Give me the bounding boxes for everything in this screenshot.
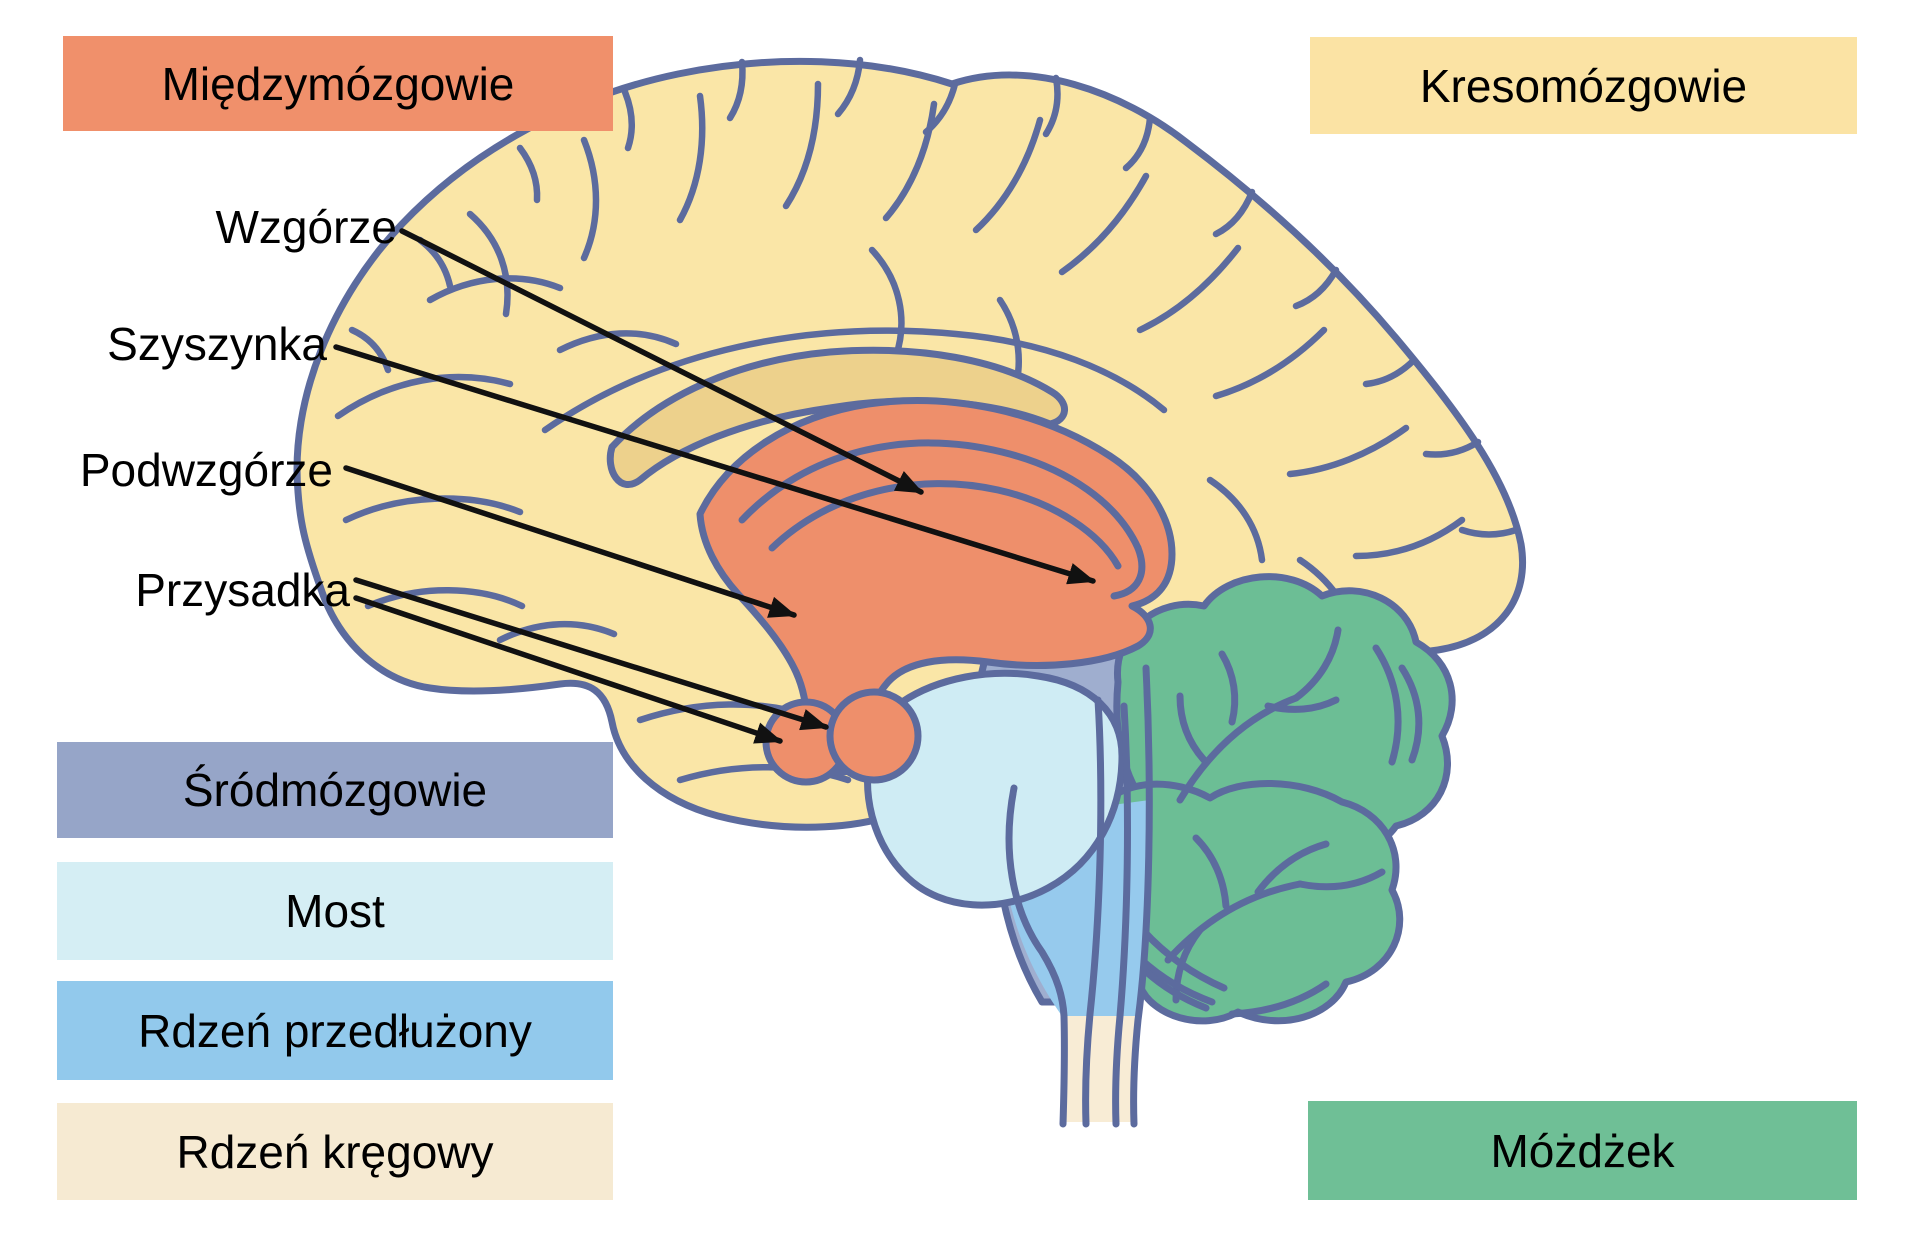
arrow-przysadka-2 bbox=[353, 595, 783, 744]
legend-most-label: Most bbox=[285, 885, 385, 937]
legend-kresomozgowie: Kresomózgowie bbox=[1310, 37, 1857, 134]
legend-srodmozgowie-label: Śródmózgowie bbox=[182, 764, 488, 816]
pituitary-posterior-lobe bbox=[826, 688, 922, 784]
legend-rdzen-przedluzony-label: Rdzeń przedłużony bbox=[138, 1004, 532, 1057]
arrow-wzgorze bbox=[399, 228, 924, 495]
legend-kresomozgowie-label: Kresomózgowie bbox=[1419, 59, 1748, 112]
legend-most: Most bbox=[57, 862, 613, 960]
pointer-label-wzgorze: Wzgórze bbox=[215, 201, 397, 253]
arrow-podwzgorze bbox=[343, 465, 797, 618]
legend-rdzen-kregowy: Rdzeń kręgowy bbox=[57, 1103, 613, 1200]
legend-miedzymozgowie-label: Międzymózgowie bbox=[161, 57, 515, 110]
legend-miedzymozgowie: Międzymózgowie bbox=[63, 36, 613, 131]
legend-rdzen-przedluzony: Rdzeń przedłużony bbox=[57, 981, 613, 1080]
brainstem-lines bbox=[1005, 664, 1153, 1128]
pointer-label-szyszynka: Szyszynka bbox=[107, 318, 327, 370]
diencephalon-inner-arcs bbox=[738, 439, 1146, 600]
cerebrum-gyri-lines bbox=[334, 56, 1520, 784]
arrow-przysadka-1 bbox=[353, 577, 829, 731]
legend-mozdzek: Móżdżek bbox=[1308, 1101, 1857, 1200]
pointer-label-podwzgorze: Podwzgórze bbox=[79, 444, 333, 496]
legend-rdzen-kregowy-label: Rdzeń kręgowy bbox=[176, 1125, 494, 1178]
arrow-szyszynka bbox=[333, 344, 1096, 585]
legend-mozdzek-label: Móżdżek bbox=[1490, 1124, 1675, 1177]
legend-srodmozgowie: Śródmózgowie bbox=[57, 742, 613, 838]
pointer-arrows bbox=[333, 228, 1096, 744]
pointer-label-przysadka: Przysadka bbox=[135, 564, 350, 616]
spinal-cord-shape bbox=[1063, 1016, 1137, 1122]
